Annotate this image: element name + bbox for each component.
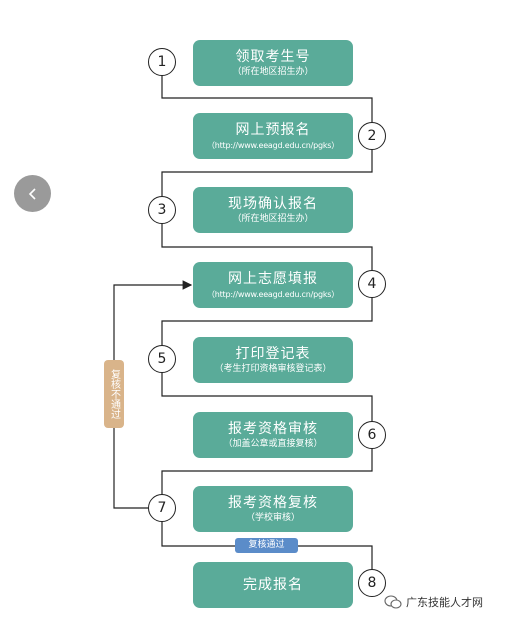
- step-4-number: 4: [358, 270, 386, 298]
- step-7-title: 报考资格复核: [228, 494, 318, 511]
- step-3-title: 现场确认报名: [228, 195, 318, 212]
- step-3-sub: （所在地区招生办）: [232, 213, 314, 224]
- step-6-sub: （加盖公章或直接复核）: [223, 438, 323, 449]
- step-6-number: 6: [358, 421, 386, 449]
- step-7-sub: （学校审核）: [245, 512, 300, 523]
- step-5-title: 打印登记表: [235, 345, 311, 362]
- step-3-box: 现场确认报名 （所在地区招生办）: [193, 187, 353, 233]
- step-8-box: 完成报名: [193, 562, 353, 608]
- step-4-sub: （http://www.eeagd.edu.cn/pgks）: [206, 289, 340, 299]
- step-4-title: 网上志愿填报: [228, 270, 318, 287]
- back-button[interactable]: [14, 175, 51, 212]
- watermark-text: 广东技能人才网: [406, 596, 483, 609]
- step-2-title: 网上预报名: [235, 121, 311, 138]
- connector-2-3: [161, 136, 373, 210]
- reject-label: 复核不通过: [104, 360, 124, 428]
- step-3-number: 3: [148, 196, 176, 224]
- step-2-sub: （http://www.eeagd.edu.cn/pgks）: [206, 140, 340, 150]
- connector-1-2: [161, 62, 373, 136]
- step-2-number: 2: [358, 122, 386, 150]
- step-2-box: 网上预报名 （http://www.eeagd.edu.cn/pgks）: [193, 113, 353, 159]
- step-6-box: 报考资格审核 （加盖公章或直接复核）: [193, 412, 353, 458]
- step-1-title: 领取考生号: [235, 48, 311, 65]
- watermark: 广东技能人才网: [384, 592, 483, 612]
- step-5-number: 5: [148, 345, 176, 373]
- step-1-number: 1: [148, 48, 176, 76]
- connector-4-5: [161, 284, 373, 359]
- step-8-number: 8: [358, 569, 386, 597]
- step-1-box: 领取考生号 （所在地区招生办）: [193, 40, 353, 86]
- connector-5-6: [161, 359, 373, 435]
- chevron-left-icon: [28, 187, 36, 200]
- connector-3-4: [161, 210, 373, 284]
- step-8-title: 完成报名: [243, 577, 303, 593]
- connector-6-7: [161, 435, 373, 508]
- pass-label: 复核通过: [235, 538, 298, 553]
- step-5-sub: （考生打印资格审核登记表）: [214, 363, 332, 374]
- step-6-title: 报考资格审核: [228, 420, 318, 437]
- step-5-box: 打印登记表 （考生打印资格审核登记表）: [193, 337, 353, 383]
- step-4-box: 网上志愿填报 （http://www.eeagd.edu.cn/pgks）: [193, 262, 353, 308]
- step-7-number: 7: [148, 494, 176, 522]
- wechat-icon: [384, 595, 402, 609]
- step-1-sub: （所在地区招生办）: [232, 66, 314, 77]
- step-7-box: 报考资格复核 （学校审核）: [193, 486, 353, 532]
